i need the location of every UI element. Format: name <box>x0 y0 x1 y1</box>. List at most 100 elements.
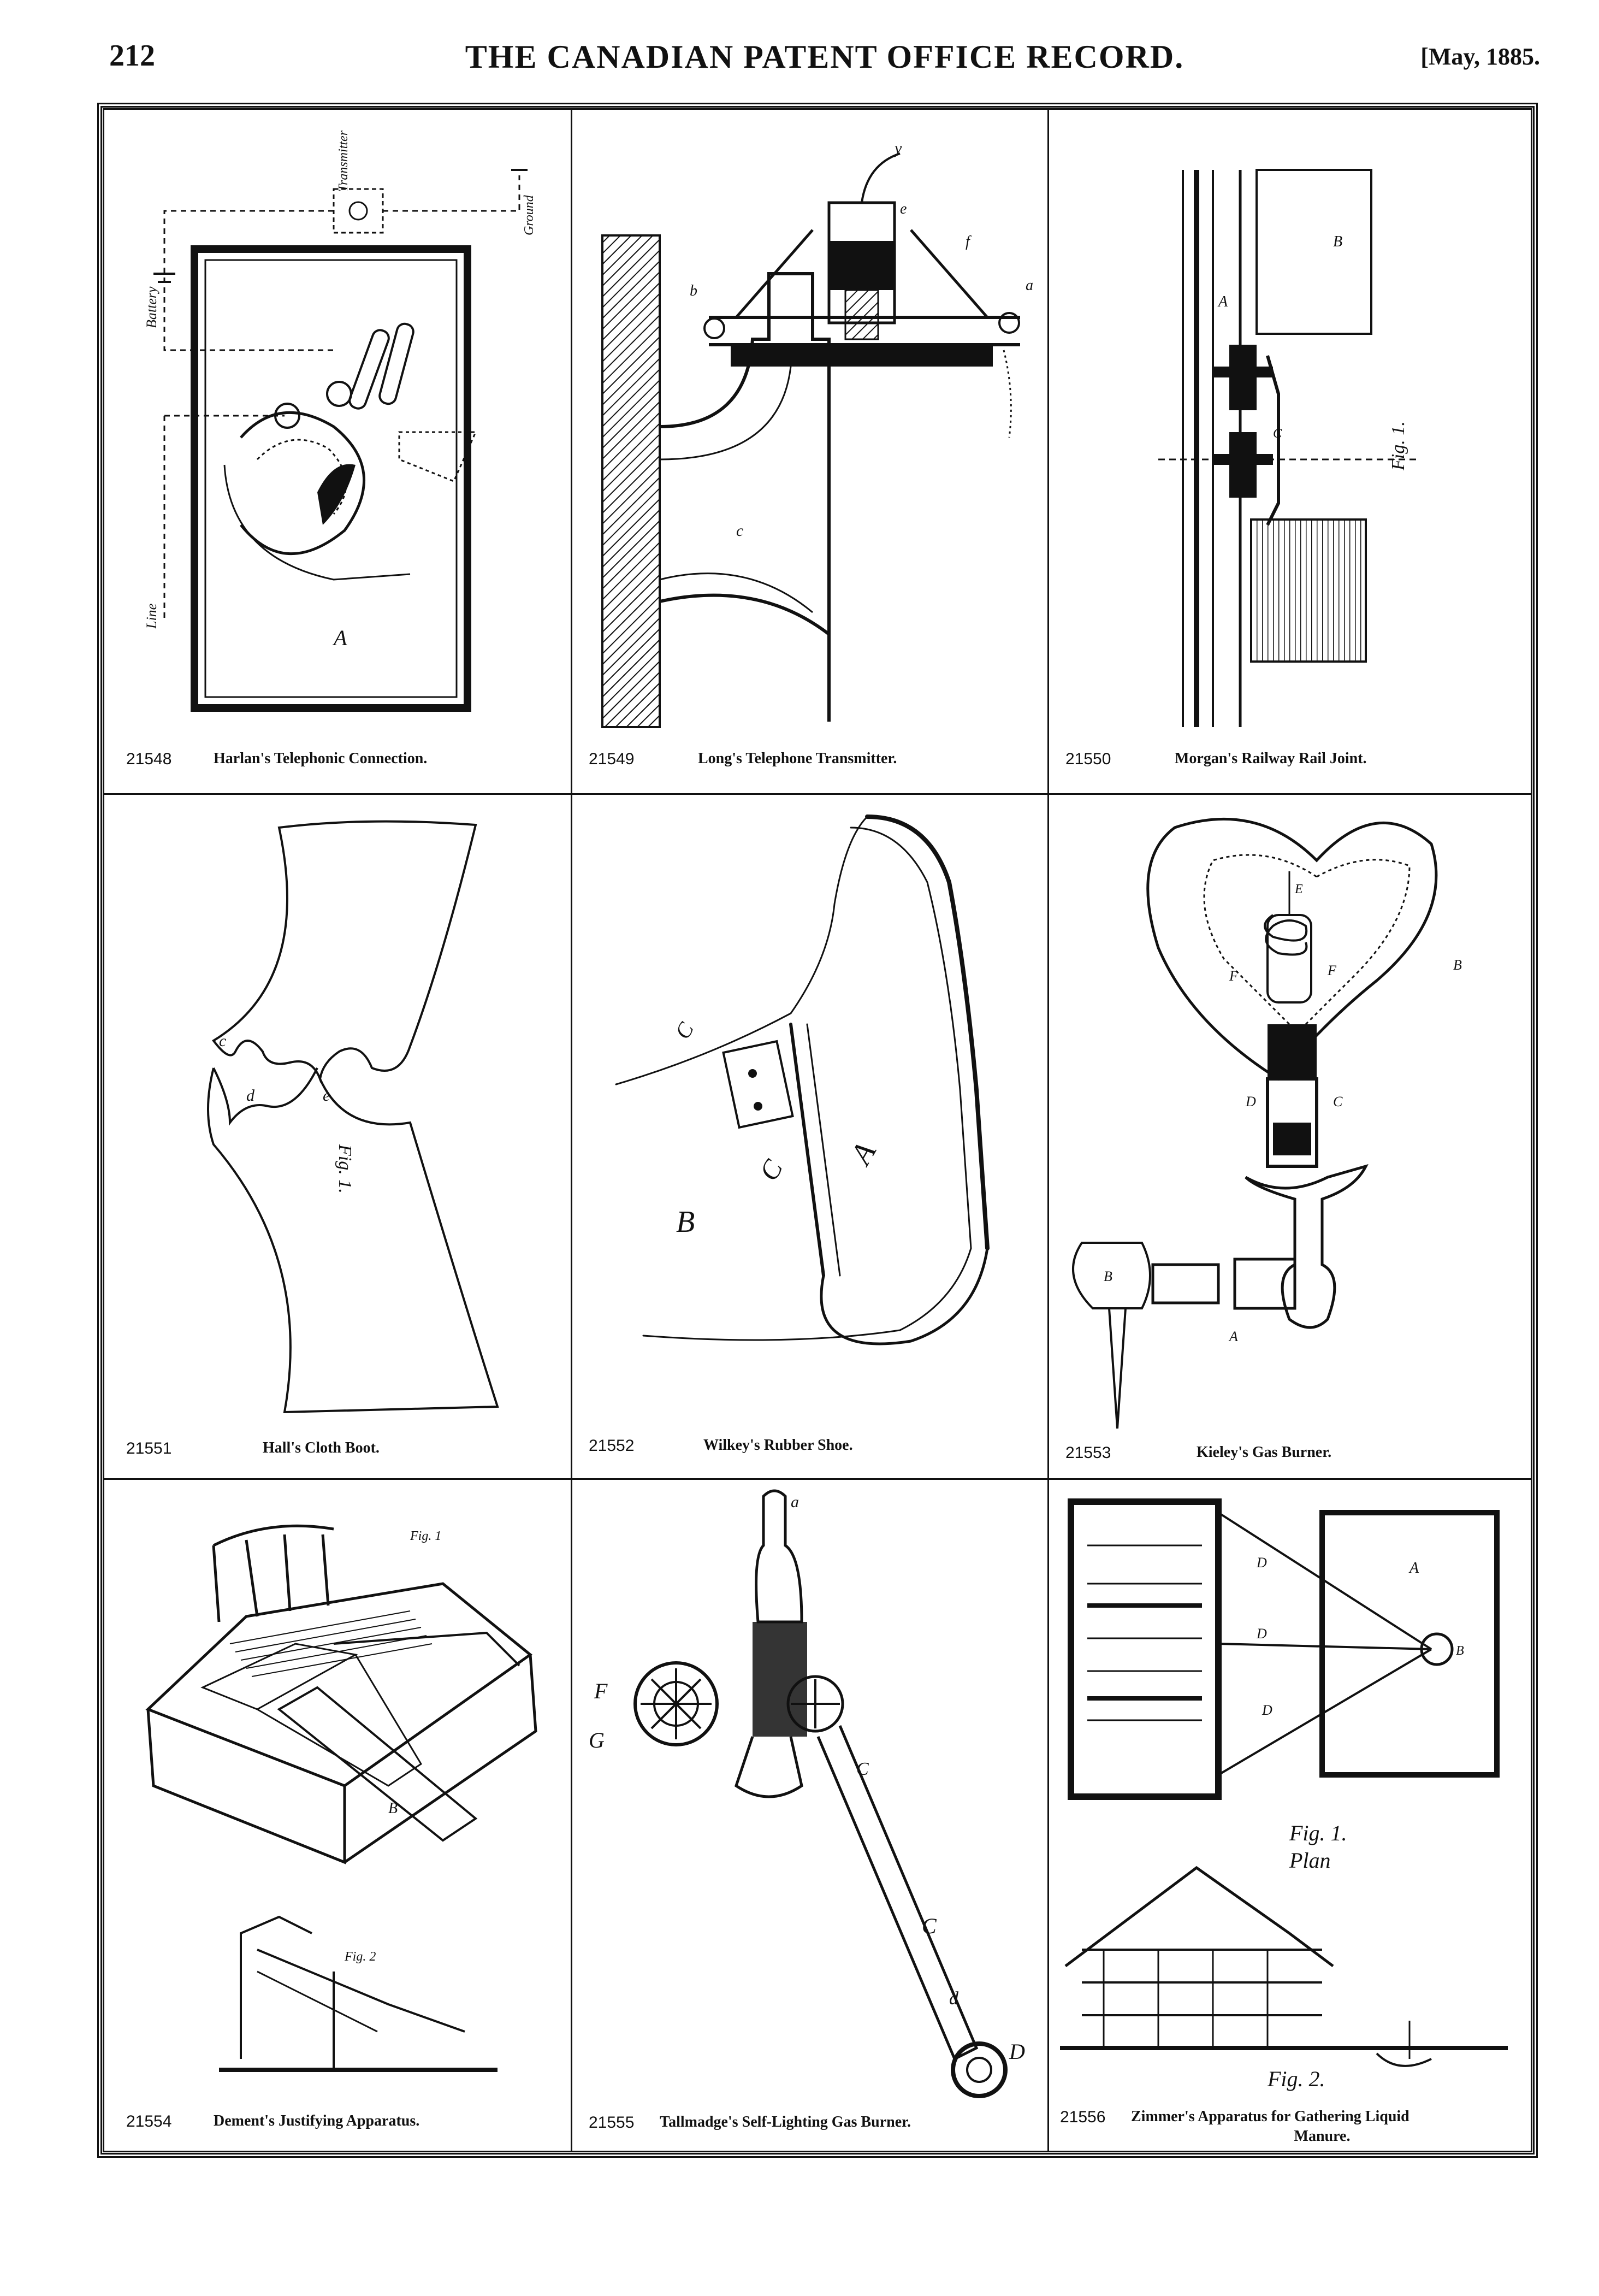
svg-text:F: F <box>1327 963 1337 978</box>
journal-title: THE CANADIAN PATENT OFFICE RECORD. <box>465 39 1185 75</box>
grid-divider-horizontal-1 <box>103 793 1532 795</box>
svg-text:d: d <box>949 1988 959 2009</box>
patent-number: 21555 <box>589 2114 635 2132</box>
patent-title: Tallmadge's Self-Lighting Gas Burner. <box>660 2114 911 2130</box>
svg-text:D: D <box>1245 1094 1256 1109</box>
caption-21553: 21553 Kieley's Gas Burner. <box>1049 1444 1531 1466</box>
patent-title: Morgan's Railway Rail Joint. <box>1175 750 1367 767</box>
patent-figure-long: y e f a b c 21549 Long's Telephone Trans… <box>572 110 1047 793</box>
patent-number: 21556 <box>1060 2108 1106 2126</box>
patent-title: Hall's Cloth Boot. <box>263 1439 380 1456</box>
wilkey-rubber-shoe-drawing: B C C A <box>615 814 990 1345</box>
svg-text:Transmitter: Transmitter <box>336 130 351 192</box>
svg-text:b: b <box>690 282 697 299</box>
svg-text:Battery: Battery <box>144 286 159 328</box>
harlan-telephonic-drawing: Battery Transmitter Ground Line A <box>144 130 536 712</box>
svg-text:A: A <box>1228 1329 1238 1344</box>
svg-text:B: B <box>388 1800 398 1817</box>
caption-21548: 21548 Harlan's Telephonic Connection. <box>104 750 571 772</box>
svg-text:Plan: Plan <box>1289 1848 1331 1873</box>
patent-number: 21554 <box>126 2112 172 2130</box>
svg-text:C: C <box>922 1914 937 1938</box>
svg-text:D: D <box>1256 1626 1267 1642</box>
svg-text:C: C <box>1273 427 1282 441</box>
svg-text:a: a <box>791 1493 799 1511</box>
patent-title: Wilkey's Rubber Shoe. <box>703 1437 853 1454</box>
svg-text:f: f <box>966 233 972 250</box>
patent-title: Harlan's Telephonic Connection. <box>214 750 428 767</box>
patent-figure-zimmer: A D D D B Fig. 1. Plan Fig. 2. 21556 Zim… <box>1049 1480 1531 2151</box>
svg-text:A: A <box>332 625 347 650</box>
patent-figure-harlan: Battery Transmitter Ground Line A 21548 … <box>104 110 571 793</box>
svg-text:C: C <box>753 1154 789 1185</box>
patent-figure-kieley: E F F B D C A B 21553 Kieley's Gas Burne… <box>1049 795 1531 1478</box>
svg-text:A: A <box>1408 1560 1419 1577</box>
svg-text:Line: Line <box>144 604 159 629</box>
svg-text:Fig. 1.: Fig. 1. <box>335 1144 355 1194</box>
svg-text:e: e <box>900 200 907 217</box>
svg-text:F: F <box>1229 968 1239 984</box>
issue-date: [May, 1885. <box>1420 43 1540 70</box>
svg-text:D: D <box>1009 2039 1025 2064</box>
svg-text:e: e <box>323 1087 330 1105</box>
caption-21555: 21555 Tallmadge's Self-Lighting Gas Burn… <box>572 2114 1047 2135</box>
svg-text:c: c <box>219 1032 226 1050</box>
caption-21552: 21552 Wilkey's Rubber Shoe. <box>572 1437 1047 1459</box>
patent-figure-tallmadge: a F G C C d D 21555 Tallmadge's Self-Lig… <box>572 1480 1047 2151</box>
patent-title-line-2: Manure. <box>1294 2128 1351 2145</box>
svg-text:c: c <box>736 522 743 540</box>
dement-justifying-drawing: Fig. 1 Fig. 2 B <box>145 1524 537 2072</box>
patent-title: Dement's Justifying Apparatus. <box>214 2112 420 2129</box>
patent-figure-morgan: Fig. 1. A B C 21550 Morgan's Railway Rai… <box>1049 110 1531 793</box>
svg-text:G: G <box>589 1728 605 1752</box>
caption-21556: 21556 Zimmer's Apparatus for Gathering L… <box>1049 2108 1531 2152</box>
svg-text:C: C <box>856 1759 869 1779</box>
patent-title: Kieley's Gas Burner. <box>1197 1444 1332 1461</box>
svg-text:Fig. 2.: Fig. 2. <box>1267 2067 1325 2091</box>
svg-text:D: D <box>1262 1702 1272 1718</box>
svg-text:Fig. 1.: Fig. 1. <box>1388 421 1408 471</box>
svg-text:B: B <box>1104 1268 1112 1284</box>
caption-21554: 21554 Dement's Justifying Apparatus. <box>104 2112 571 2134</box>
svg-text:d: d <box>246 1087 255 1105</box>
grid-divider-horizontal-2 <box>103 1478 1532 1480</box>
svg-text:E: E <box>1294 882 1303 896</box>
plate-inner-border <box>103 108 1532 2152</box>
grid-divider-vertical-2 <box>1047 108 1049 2152</box>
patent-figure-wilkey: B C C A 21552 Wilkey's Rubber Shoe. <box>572 795 1047 1478</box>
svg-text:C: C <box>1333 1094 1343 1109</box>
svg-text:F: F <box>594 1679 608 1703</box>
patent-number: 21553 <box>1065 1444 1111 1462</box>
patent-figure-hall: c d e Fig. 1. 21551 Hall's Cloth Boot. <box>104 795 571 1478</box>
svg-text:Fig. 1.: Fig. 1. <box>1289 1821 1347 1845</box>
svg-text:Fig. 1: Fig. 1 <box>410 1529 441 1543</box>
svg-text:Fig. 2: Fig. 2 <box>344 1950 376 1964</box>
grid-divider-vertical-1 <box>571 108 572 2152</box>
patent-figure-dement: Fig. 1 Fig. 2 B 21554 Dement's Justifyin… <box>104 1480 571 2151</box>
svg-text:a: a <box>1026 277 1033 294</box>
patent-number: 21552 <box>589 1437 635 1455</box>
svg-text:Ground: Ground <box>522 194 536 235</box>
zimmer-apparatus-drawing: A D D D B Fig. 1. Plan Fig. 2. <box>1060 1498 1508 2091</box>
patent-title: Zimmer's Apparatus for Gathering Liquid <box>1131 2108 1410 2125</box>
kieley-gas-burner-drawing: E F F B D C A B <box>1072 817 1462 1429</box>
patent-number: 21550 <box>1065 750 1111 768</box>
plate-frame <box>97 103 1538 2158</box>
page-header: 212 THE CANADIAN PATENT OFFICE RECORD. [… <box>109 38 1540 87</box>
page-number: 212 <box>109 39 155 73</box>
patent-title: Long's Telephone Transmitter. <box>698 750 897 767</box>
svg-text:A: A <box>843 1136 883 1172</box>
svg-text:D: D <box>1256 1555 1267 1571</box>
hall-cloth-boot-drawing: c d e Fig. 1. <box>207 820 499 1414</box>
svg-text:B: B <box>676 1205 695 1239</box>
svg-text:y: y <box>893 139 902 157</box>
svg-text:B: B <box>1333 233 1342 250</box>
patent-number: 21548 <box>126 750 172 768</box>
svg-text:B: B <box>1456 1644 1464 1658</box>
caption-21549: 21549 Long's Telephone Transmitter. <box>572 750 1047 772</box>
tallmadge-gas-burner-drawing: a F G C C d D <box>589 1489 1025 2098</box>
caption-21550: 21550 Morgan's Railway Rail Joint. <box>1049 750 1531 772</box>
svg-text:C: C <box>670 1018 699 1043</box>
patent-number: 21549 <box>589 750 635 768</box>
morgan-rail-joint-drawing: Fig. 1. A B C <box>1158 169 1420 727</box>
